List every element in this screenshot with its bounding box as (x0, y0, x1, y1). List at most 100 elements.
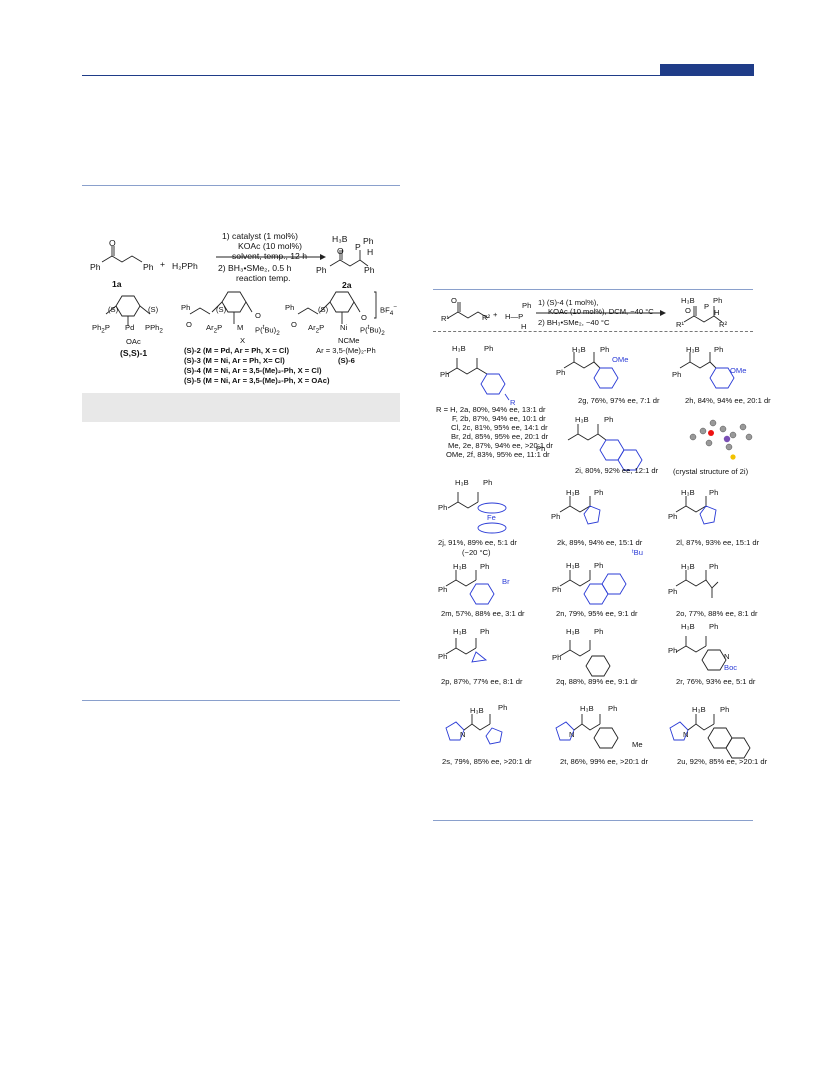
pph2-right: PPh2 (145, 323, 163, 335)
o-label: O (109, 238, 116, 248)
ph-label: Ph (594, 561, 604, 570)
catalyst-5: (S)-5 (M = Ni, Ar = 3,5-(Me)₂-Ph, X = OA… (184, 376, 330, 385)
me-label: Me (632, 740, 643, 749)
ph-label: Ph (364, 265, 375, 275)
o-label: O (451, 296, 457, 305)
ome-label: OMe (730, 366, 747, 375)
p-label: P (704, 302, 710, 311)
scheme2-bottom-rule (433, 820, 753, 821)
structure-2n (559, 570, 627, 605)
catalyst-6-structure (297, 291, 377, 324)
r2-label: R² (719, 320, 728, 329)
result-2g: 2g, 76%, 97% ee, 7:1 dr (578, 396, 660, 405)
ph-label: Ph (672, 370, 682, 379)
ph-label: Ph (551, 512, 561, 521)
fe-label: Fe (487, 513, 496, 522)
ar2p-label: Ar2P (206, 323, 223, 335)
ph-label: Ph (522, 301, 532, 310)
crystal-caption: (crystal structure of 2i) (673, 467, 749, 476)
h-label: H (367, 247, 374, 257)
o-label: O (685, 306, 691, 315)
ph-label: Ph (480, 627, 490, 636)
o-label: O (291, 320, 297, 329)
n-label: N (460, 730, 466, 739)
ph-label: Ph (594, 627, 604, 636)
n-label: N (683, 730, 689, 739)
x-label: X (240, 336, 246, 345)
scheme2-separator (433, 331, 753, 332)
ph-label: Ph (720, 705, 730, 714)
catalyst-2: (S)-2 (M = Pd, Ar = Ph, X = Cl) (184, 346, 289, 355)
table-header-band (82, 393, 400, 422)
result-2l: 2l, 87%, 93% ee, 15:1 dr (676, 538, 760, 547)
ph-label: Ph (181, 303, 191, 312)
result-2n: 2n, 79%, 95% ee, 9:1 dr (556, 609, 638, 618)
h3b-label: H₃B (686, 345, 700, 354)
metal-label: M (237, 323, 244, 332)
ph-label: Ph (363, 236, 374, 246)
result-2d: Br, 2d, 85%, 95% ee, 20:1 dr (451, 432, 549, 441)
h3b-label: H₃B (575, 415, 589, 424)
ph-label: Ph (709, 562, 719, 571)
result-2o: 2o, 77%, 88% ee, 8:1 dr (676, 609, 758, 618)
ph-label: Ph (709, 488, 719, 497)
r1-label: R¹ (676, 320, 685, 329)
structure-2l (675, 496, 717, 525)
structure-2r (675, 636, 727, 671)
ptbu2-label: P(tBu)2 (360, 324, 385, 338)
result-2f: OMe, 2f, 83%, 95% ee, 11:1 dr (446, 450, 550, 459)
ar-definition: Ar = 3,5-(Me)₂-Ph (316, 346, 376, 355)
h3b-label: H₃B (332, 234, 348, 244)
ph-label: Ph (484, 344, 494, 353)
ph-label: Ph (480, 562, 490, 571)
scheme1-top-rule (82, 185, 400, 186)
ph-label: Ph (143, 262, 154, 272)
result-2j: 2j, 91%, 89% ee, 5:1 dr (438, 538, 517, 547)
ph-label: Ph (438, 503, 448, 512)
result-2q: 2q, 88%, 89% ee, 9:1 dr (556, 677, 638, 686)
condition-3: solvent, temp., 12 h (232, 251, 307, 261)
result-2m: 2m, 57%, 88% ee, 3:1 dr (441, 609, 525, 618)
structure-2a-f (446, 358, 510, 401)
ph-label: Ph (668, 587, 678, 596)
h-label: H (521, 322, 527, 331)
result-2s: 2s, 79%, 85% ee, >20:1 dr (442, 757, 532, 766)
result-2a: R = H, 2a, 80%, 94% ee, 13:1 dr (436, 405, 546, 414)
structure-2t (555, 714, 619, 749)
enone-structure (447, 302, 489, 319)
o-label: O (186, 320, 192, 329)
s-label: (S) (148, 305, 159, 314)
bf4-label: BF4− (380, 304, 397, 318)
structure-2j (447, 492, 507, 534)
h-label: H (714, 308, 720, 317)
ph-label: Ph (498, 703, 508, 712)
ph-label: Ph (90, 262, 101, 272)
chalcone-structure (101, 246, 143, 263)
pd-center: Pd (125, 323, 135, 332)
tbu-label: ᵗBu (632, 548, 643, 557)
result-2j-note: (−20 °C) (462, 548, 491, 557)
plus-sign: + (160, 259, 166, 269)
ph-label: Ph (668, 512, 678, 521)
crystal-structure-image (689, 419, 753, 460)
catalyst-1-label: (S,S)-1 (120, 348, 148, 358)
n-label: N (724, 652, 730, 661)
ph-label: Ph (713, 296, 723, 305)
header-badge (660, 64, 754, 76)
condition-1: 1) catalyst (1 mol%) (222, 231, 298, 241)
phosphine-hp: H—P (505, 312, 524, 321)
h3b-label: H₃B (566, 627, 580, 636)
result-2e: Me, 2e, 87%, 94% ee, >20:1 dr (448, 441, 553, 450)
ph-label: Ph (600, 345, 610, 354)
result-2t: 2t, 86%, 99% ee, >20:1 dr (560, 757, 649, 766)
r2-label: R² (482, 313, 491, 322)
result-2k: 2k, 89%, 94% ee, 15:1 dr (557, 538, 643, 547)
result-2c: Cl, 2c, 81%, 95% ee, 14:1 dr (451, 423, 548, 432)
plus-sign: + (493, 310, 498, 319)
ph-label: Ph (438, 585, 448, 594)
ph2p-left: Ph2P (92, 323, 110, 335)
general-product-structure (683, 306, 723, 323)
ph-label: Ph (709, 622, 719, 631)
ph-label: Ph (608, 704, 618, 713)
ptbu2-label: P(tBu)2 (255, 324, 280, 338)
